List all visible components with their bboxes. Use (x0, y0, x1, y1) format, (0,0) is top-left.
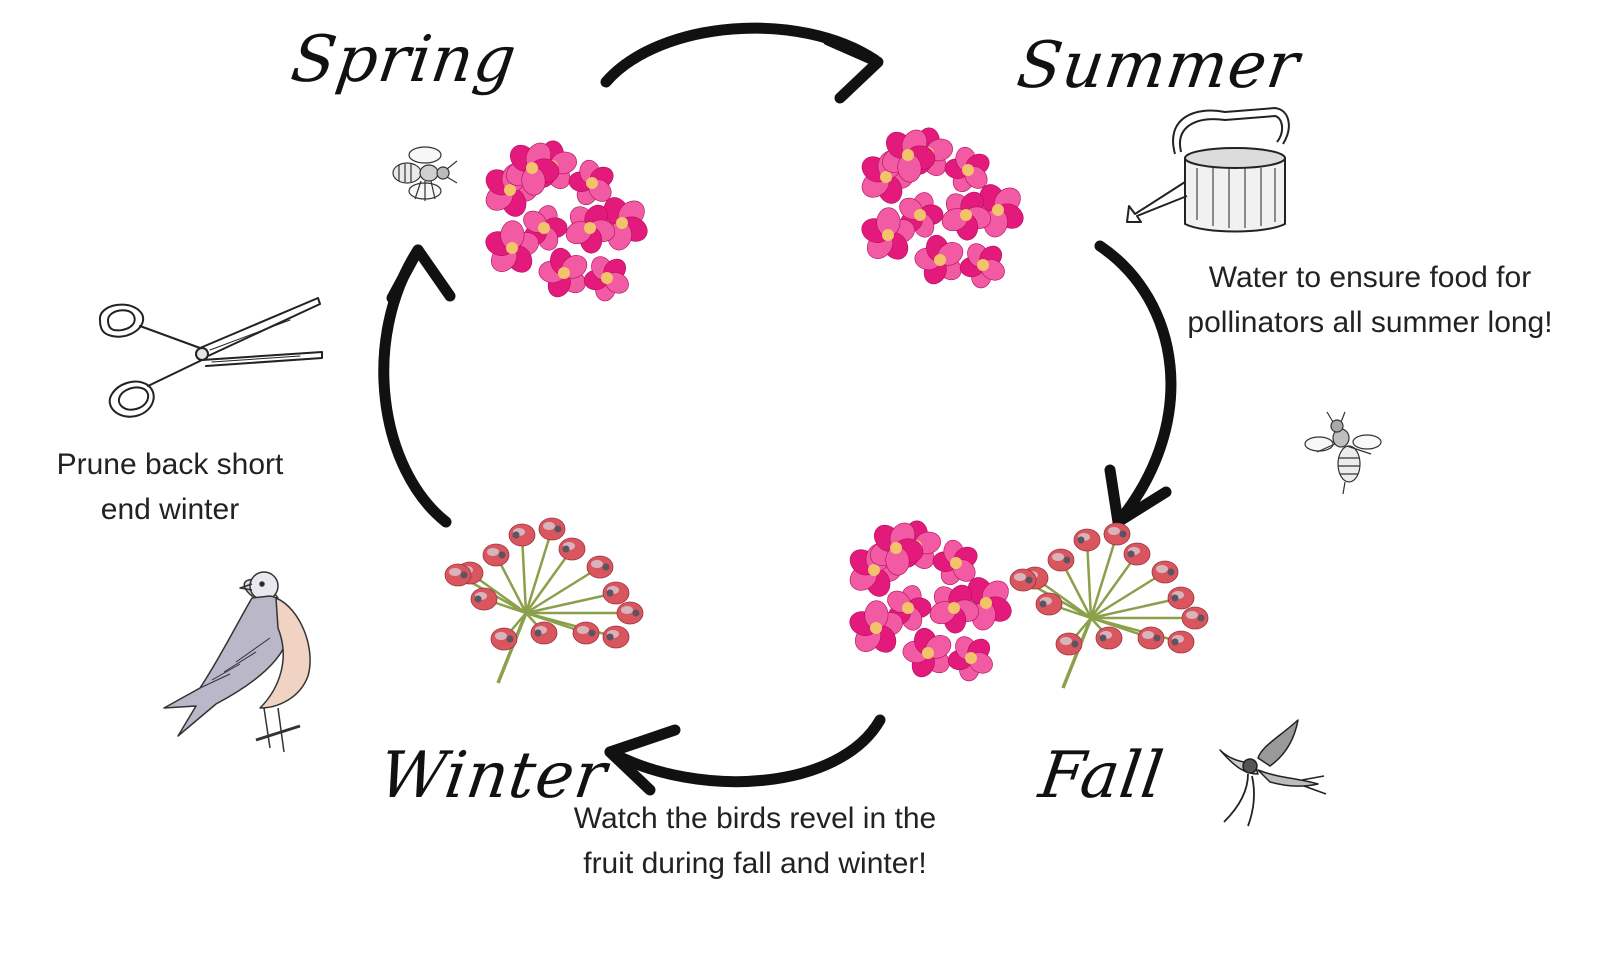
rosehip-berry (602, 625, 630, 649)
rosehip-berry (1167, 630, 1195, 654)
rosehip-berry (444, 563, 472, 587)
rosehip-berry (1151, 560, 1179, 584)
arrow-fall-to-winter (604, 714, 886, 788)
rosehip-berry (482, 543, 510, 567)
rosehip-berry (1181, 606, 1209, 630)
rosehip-berry (616, 601, 644, 625)
rose-flower (505, 142, 560, 196)
rose-flower (887, 585, 932, 631)
rosehip-berry (1095, 626, 1123, 650)
winter-note-line-2: fruit during fall and winter! (583, 847, 927, 880)
rose-flower (568, 159, 614, 206)
rosehip-cluster-icon-fall (1009, 522, 1209, 689)
swallow-icon (1219, 719, 1327, 827)
rosehip-berry (1123, 542, 1151, 566)
rosehip-berry (1035, 592, 1063, 616)
rose-flower (565, 204, 616, 254)
rosehip-stem (525, 591, 617, 615)
rose-flower (869, 522, 924, 576)
pruning-note-line-1: Prune back short (56, 448, 284, 481)
rose-cluster-icon-summer (861, 127, 1024, 289)
rosehip-berry (1073, 528, 1101, 552)
rosehip-stem (1090, 570, 1166, 620)
bee-icon-right (1304, 411, 1382, 495)
season-title-summer: Summer (1012, 29, 1305, 103)
rose-flower (538, 247, 588, 298)
rosehip-stem (520, 534, 528, 614)
rose-flower (583, 256, 629, 302)
rosehip-berry (572, 621, 600, 645)
rosehip-berry (586, 555, 614, 579)
arrow-summer-to-fall (1094, 240, 1177, 526)
rose-flower (902, 627, 952, 678)
rosehip-berry (1009, 568, 1037, 592)
winter-note: Watch the birds revel in the fruit durin… (545, 796, 965, 886)
arrow-fall-to-winter-head (604, 724, 681, 796)
rosehip-berry (538, 517, 566, 541)
rosehip-berry (508, 523, 536, 547)
rosehip-berry (1055, 632, 1083, 656)
rose-flower (485, 220, 539, 273)
rosehip-berry (490, 627, 518, 651)
arrow-winter-to-spring-head (386, 244, 456, 304)
arrow-spring-to-summer (600, 22, 881, 88)
arrow-spring-to-summer-head (822, 34, 884, 104)
rosehip-berry (470, 587, 498, 611)
rose-flower (523, 205, 568, 251)
rosehip-stem (1085, 539, 1093, 619)
arrow-summer-to-fall-head (1104, 464, 1172, 528)
summer-note-line-2: pollinators all summer long! (1187, 306, 1553, 339)
summer-note-line-1: Water to ensure food for (1208, 261, 1532, 294)
rosehip-berry (1167, 586, 1195, 610)
rosehip-stem (524, 548, 574, 614)
rose-flower (861, 207, 915, 260)
winter-note-line-1: Watch the birds revel in the (573, 802, 937, 835)
rose-flower (932, 539, 978, 586)
bird-icon (163, 571, 311, 753)
rose-flower (929, 584, 980, 634)
scissors-icon (99, 297, 323, 418)
rosehip-berry (1103, 522, 1131, 546)
pruning-note-line-2: end winter (100, 493, 240, 526)
rose-flower (914, 234, 964, 285)
season-title-spring: Spring (286, 23, 522, 97)
rosehip-stem (1090, 596, 1182, 620)
rosehip-berry (602, 581, 630, 605)
rose-flower (944, 146, 990, 193)
rose-flower (899, 192, 944, 238)
rose-cluster-icon-spring (485, 140, 648, 302)
rose-flower (881, 129, 936, 183)
rosehip-berry (530, 621, 558, 645)
rosehip-stem (525, 565, 601, 615)
rose-flower (941, 191, 992, 241)
rosehip-stem (524, 528, 554, 614)
rosehip-stem (1089, 553, 1139, 619)
watering-can-icon (1126, 107, 1290, 233)
rosehip-cluster-icon-winter (444, 517, 644, 684)
rosehip-berry (1047, 548, 1075, 572)
rosehip-stem (1089, 533, 1119, 619)
rosehip-berry (1137, 626, 1165, 650)
rose-flower (959, 243, 1005, 289)
rose-flower (947, 636, 993, 682)
season-title-fall: Fall (1034, 739, 1169, 813)
rosehip-berry (558, 537, 586, 561)
bee-icon-spring (392, 146, 458, 201)
rose-flower (849, 600, 903, 653)
pruning-note: Prune back short end winter (20, 442, 320, 532)
rose-cluster-icon-fall (849, 520, 1012, 682)
summer-note: Water to ensure food for pollinators all… (1160, 255, 1580, 345)
